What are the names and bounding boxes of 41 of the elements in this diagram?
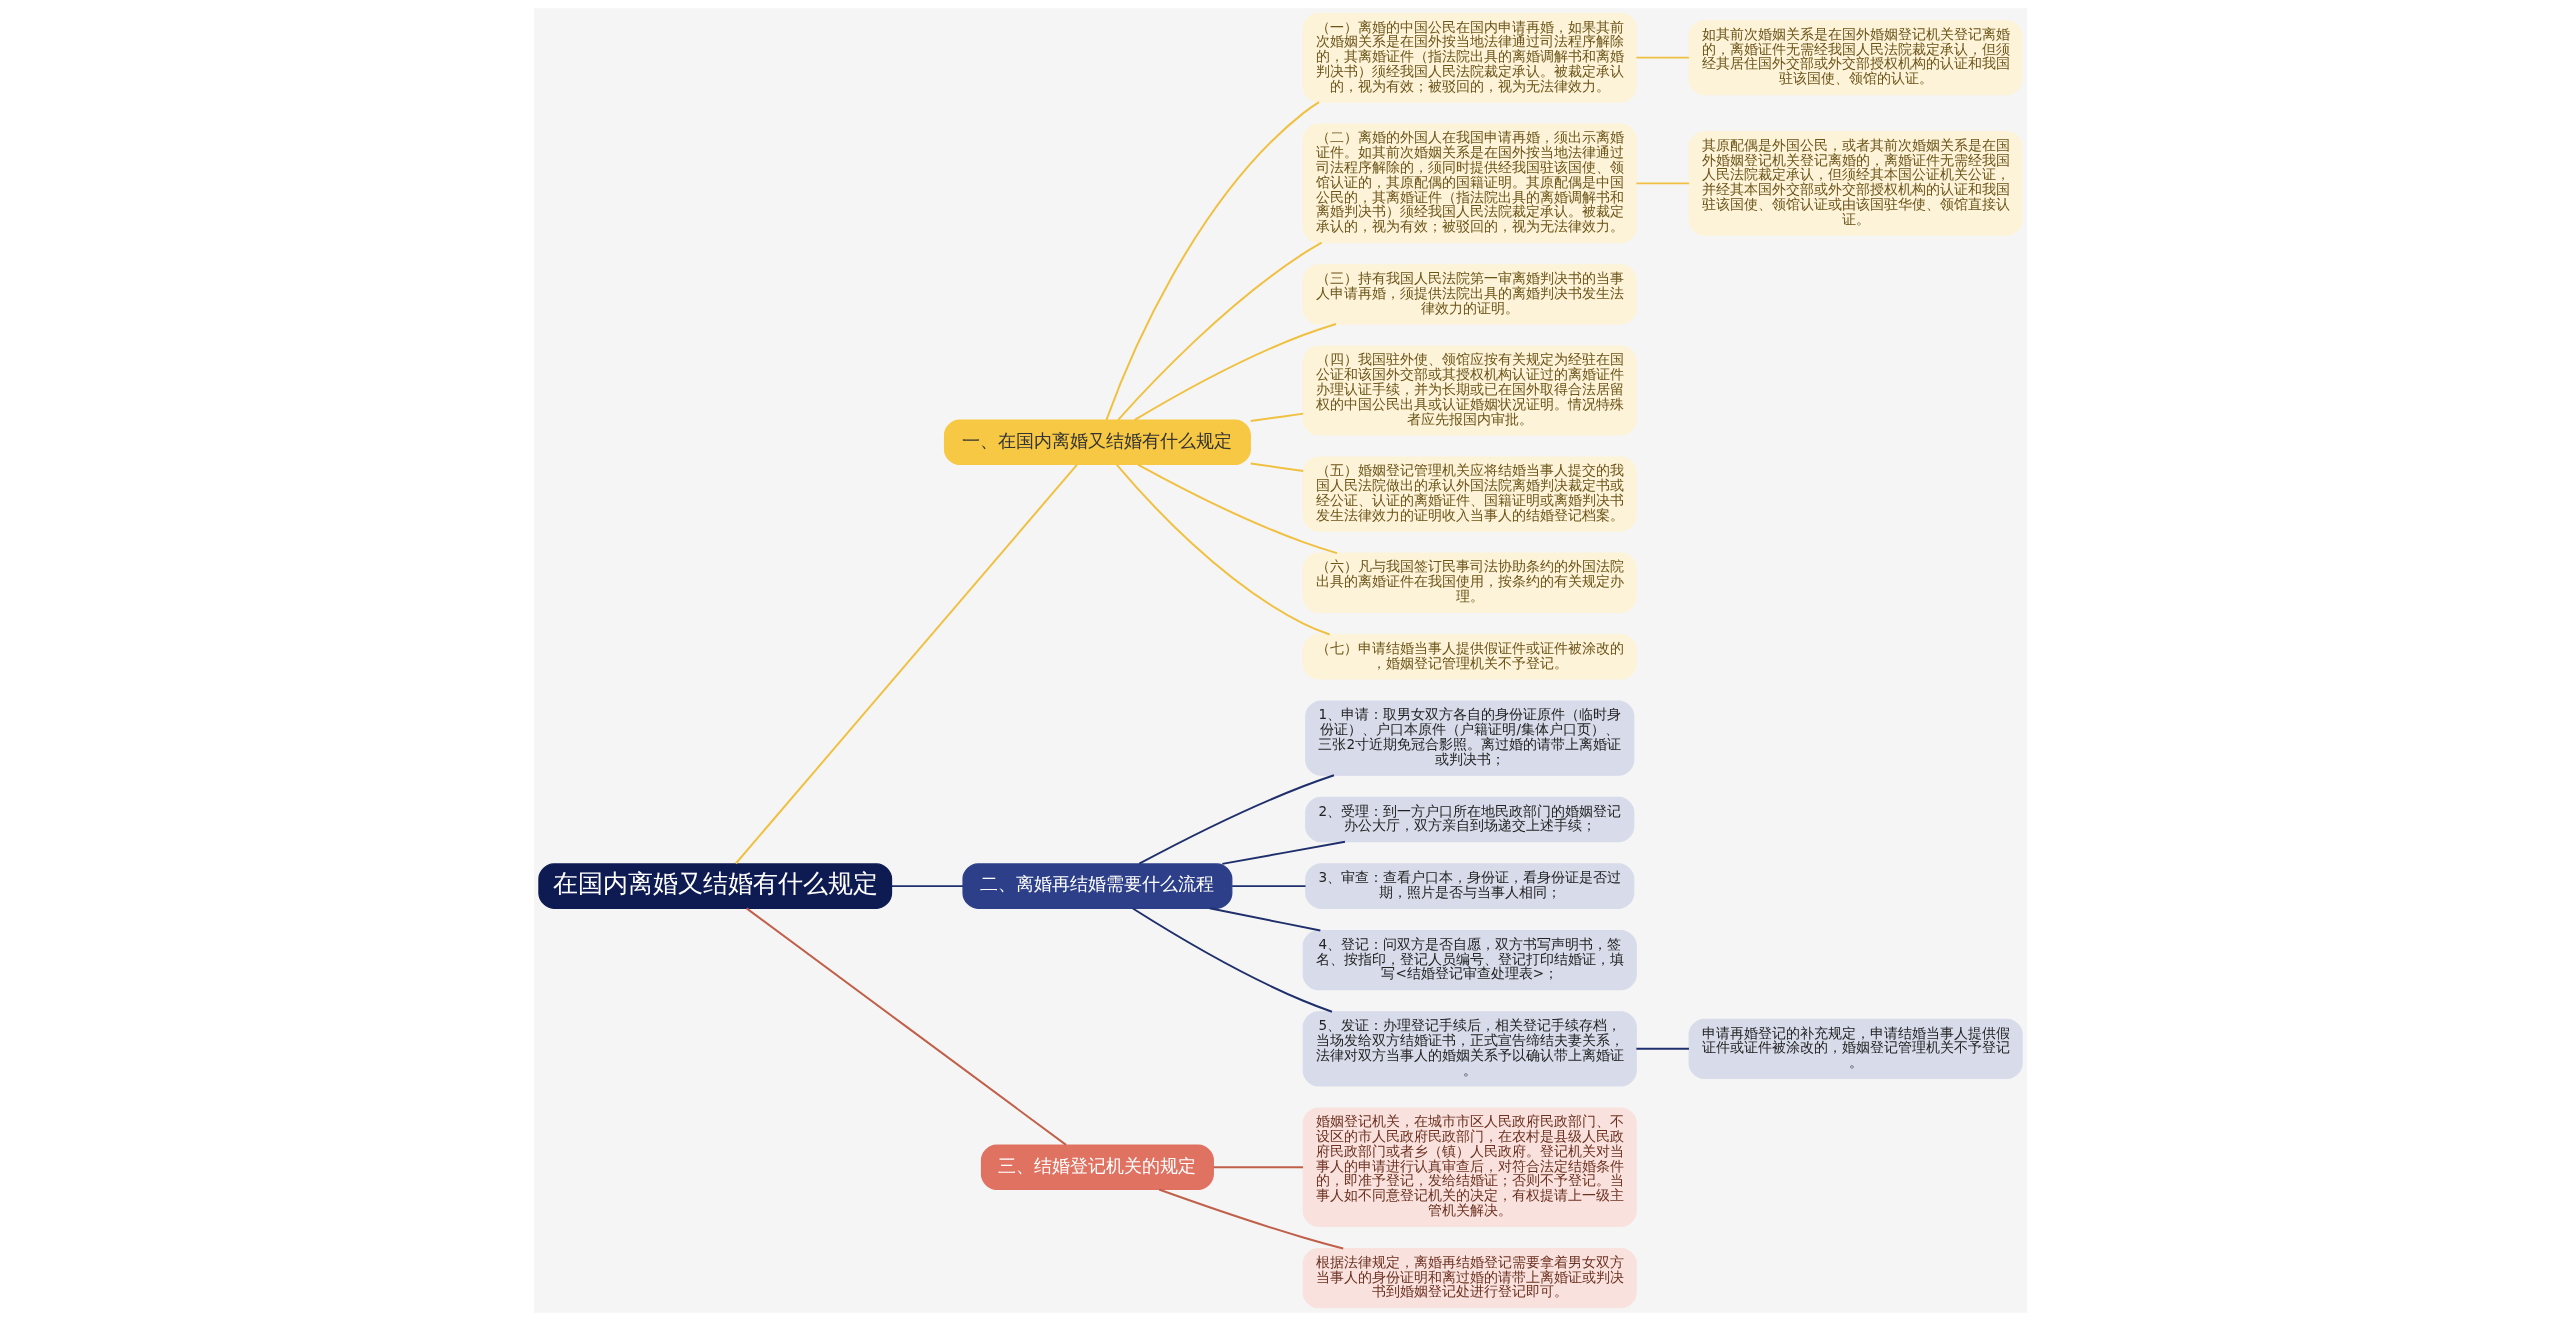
node-box: （七）申请结婚当事人提供假证件或证件被涂改的，婚姻登记管理机关不予登记。 bbox=[1302, 634, 1637, 680]
connector bbox=[1212, 1166, 1304, 1169]
connector bbox=[1116, 241, 1323, 421]
node-box: 二、离婚再结婚需要什么流程 bbox=[961, 863, 1232, 909]
node-box: （二）离婚的外国人在我国申请再婚，须出示离婚证件。如其前次婚姻关系是在国外按当地法律通过司法程序解除的，须同时提供经我国驻该国使、领馆认证的，其原配偶的国籍证明。其原配偶是中国公民的，其离婚证件（指法院出具的离婚调解书和离婚判决书）须经我国人民法院裁定承认。被裁定承认的，视为有效；被驳回的，视为无法律效力。 bbox=[1302, 123, 1637, 244]
node-box: 3、审查：查看户口本，身份证，看身份证是否过期，照片是否与当事人相同； bbox=[1304, 863, 1634, 909]
connector bbox=[745, 907, 1067, 1146]
node-box: 其原配偶是外国公民，或者其前次婚姻关系是在国外婚姻登记机关登记离婚的，离婚证件无需经我国人民法院裁定承认，但须经其本国公证机关公证，并经其本国外交部或外交部授权机构的认证和我国驻该国使、领馆认证或由该国驻华使、领馆直接认证。 bbox=[1688, 131, 2023, 236]
node-box: 根据法律规定，离婚再结婚登记需要拿着男女双方当事人的身份证明和离过婚的请带上离婚证或判决书到婚姻登记处进行登记即可。 bbox=[1302, 1247, 1637, 1309]
connector bbox=[1115, 463, 1331, 636]
node-box: （一）离婚的中国公民在国内申请再婚，如果其前次婚姻关系是在国外按当地法律通过司法程序解除的，其离婚证件（指法院出具的离婚调解书和离婚判决书）须经我国人民法院裁定承认。被裁定承认的，视为有效；被驳回的，视为无法律效力。 bbox=[1302, 12, 1637, 103]
connector bbox=[1634, 56, 1690, 59]
node-box: 一、在国内离婚又结婚有什么规定 bbox=[943, 419, 1251, 466]
node-box: 5、发证：办理登记手续后，相关登记手续存档，当场发给双方结婚证书，正式宣告缔结夫妻关系，法律对双方当事人的婚姻关系予以确认带上离婚证。 bbox=[1302, 1011, 1637, 1087]
node-box: （三）持有我国人民法院第一审离婚判决书的当事人申请再婚，须提供法院出具的离婚判决书发生法律效力的证明。 bbox=[1302, 264, 1637, 325]
connector bbox=[1220, 840, 1346, 865]
connector bbox=[1131, 907, 1333, 1013]
connector bbox=[890, 885, 964, 888]
connector bbox=[1249, 462, 1304, 472]
node-box: 申请再婚登记的补充规定，申请结婚当事人提供假证件或证件被涂改的，婚姻登记管理机关不予登记。 bbox=[1688, 1018, 2023, 1080]
node-box: 4、登记：问双方是否自愿，双方书写声明书，签名、按指印，登记人员编号、登记打印结婚证，填写<结婚登记审查处理表>； bbox=[1302, 929, 1637, 991]
connector bbox=[1634, 182, 1690, 185]
node-box: （四）我国驻外使、领馆应按有关规定为经驻在国公证和该国外交部或其授权机构认证过的离婚证件办理认证手续，并为长期或已在国外取得合法居留权的中国公民出具或认证婚姻状况证明。情况特殊者应先报国内审批。 bbox=[1302, 345, 1637, 436]
node-box: 婚姻登记机关，在城市市区人民政府民政部门、不设区的市人民政府民政部门，在农村是县级人民政府民政部门或者乡（镇）人民政府。登记机关对当事人的申请进行认真审查后，对符合法定结婚条件的，即准予登记，发给结婚证；否则不予登记。当事人如不同意登记机关的决定，有权提请上一级主管机关解决。 bbox=[1302, 1107, 1637, 1227]
connector bbox=[734, 463, 1078, 865]
node-box: 1、申请：取男女双方各自的身份证原件（临时身份证）、户口本原件（户籍证明/集体户口页）、三张2寸近期免冠合影照。离过婚的请带上离婚证或判决书； bbox=[1304, 700, 1634, 776]
connector bbox=[1230, 885, 1306, 888]
node-box: 三、结婚登记机关的规定 bbox=[980, 1144, 1214, 1190]
node-box: 如其前次婚姻关系是在国外婚姻登记机关登记离婚的，离婚证件无需经我国人民法院裁定承认，但须经其居住国外交部或外交部授权机构的认证和我国驻该国使、领馆的认证。 bbox=[1688, 20, 2023, 96]
connector bbox=[1133, 322, 1337, 421]
node-box: 在国内离婚又结婚有什么规定 bbox=[537, 863, 892, 909]
connector bbox=[1208, 907, 1321, 932]
connector bbox=[1249, 412, 1304, 422]
connector bbox=[1137, 774, 1335, 865]
connector bbox=[1157, 1188, 1344, 1250]
node-box: （六）凡与我国签订民事司法协助条约的外国法院出具的离婚证件在我国使用，按条约的有关规定办理。 bbox=[1302, 552, 1637, 614]
node-box: （五）婚姻登记管理机关应将结婚当事人提交的我国人民法院做出的承认外国法院离婚判决裁定书或经公证、认证的离婚证件、国籍证明或离婚判决书发生法律效力的证明收入当事人的结婚登记档案。 bbox=[1302, 456, 1637, 532]
connector bbox=[1136, 463, 1338, 555]
node-box: 2、受理：到一方户口所在地民政部门的婚姻登记办公大厅，双方亲自到场递交上述手续； bbox=[1304, 796, 1634, 843]
connector bbox=[1104, 101, 1320, 421]
connector bbox=[1634, 1047, 1690, 1050]
